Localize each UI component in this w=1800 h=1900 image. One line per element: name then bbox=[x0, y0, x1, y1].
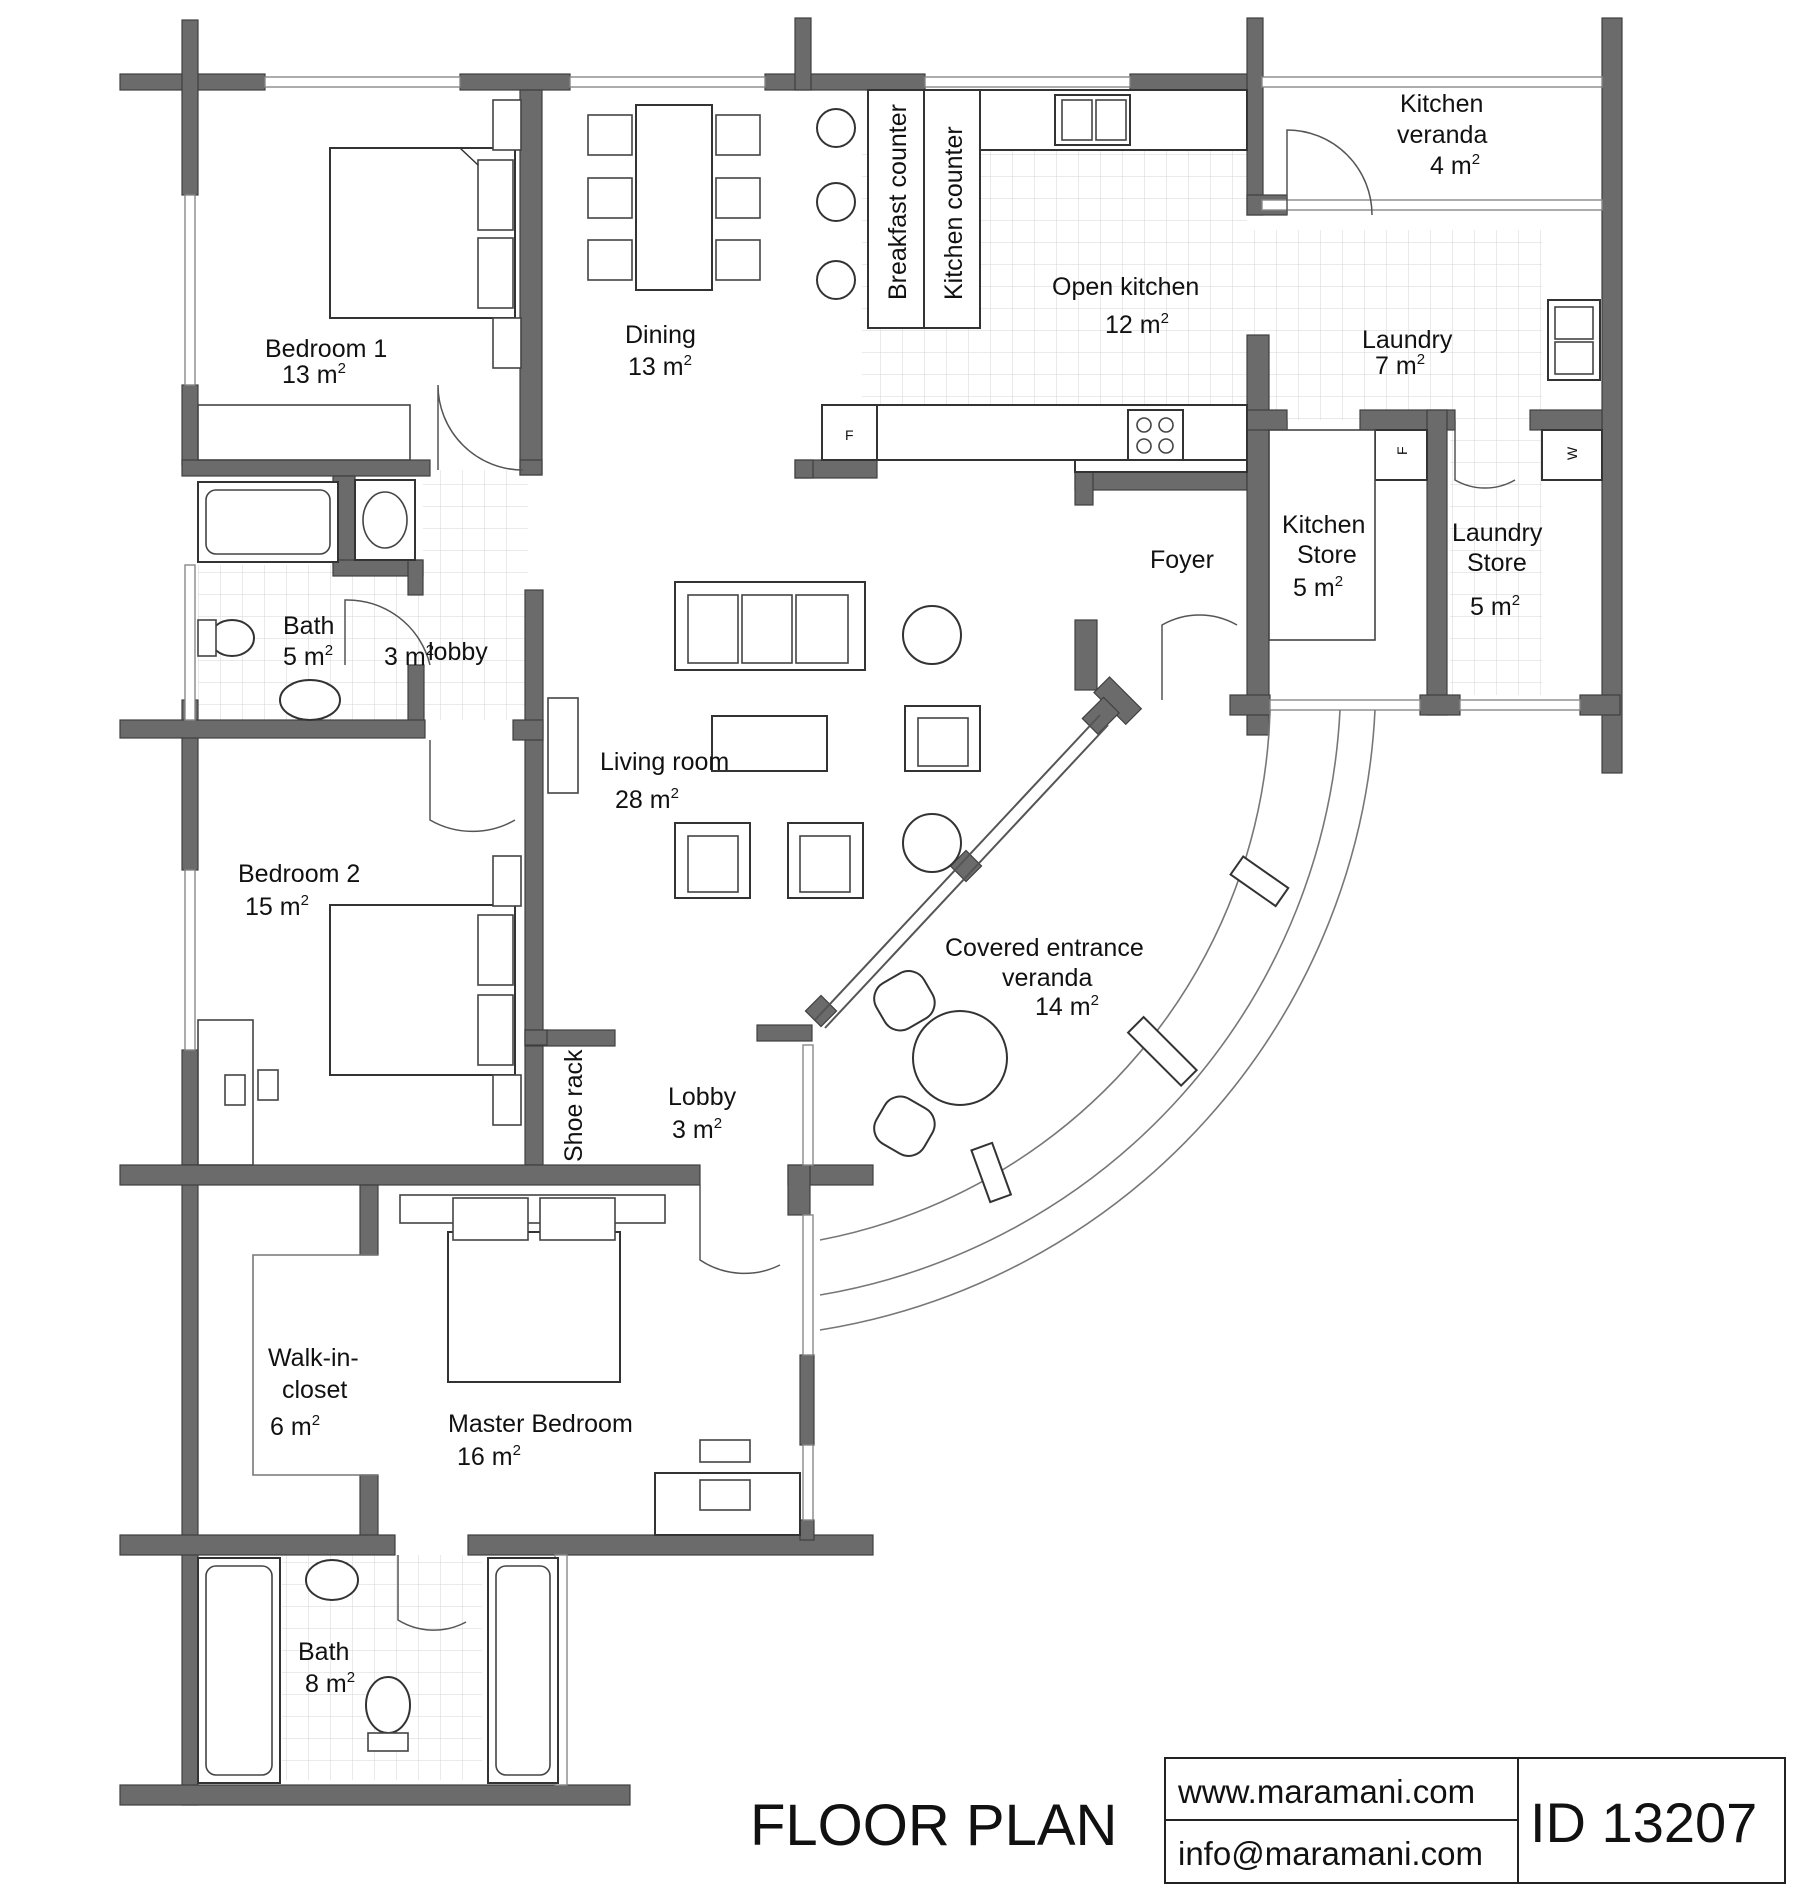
kitchen-store-area: 5 m2 bbox=[1293, 573, 1343, 602]
shoe-rack-label: Shoe rack bbox=[560, 1049, 588, 1162]
windows bbox=[184, 76, 1603, 1786]
title-block-frame bbox=[1164, 1757, 1786, 1884]
veranda-furniture bbox=[819, 709, 1376, 1331]
lobby2-area: 3 m2 bbox=[672, 1115, 722, 1144]
master-bedroom-label: Master Bedroom bbox=[448, 1410, 633, 1438]
room-labels: Bedroom 1 13 m2 Dining 13 m2 Open kitche… bbox=[238, 90, 1543, 1698]
bath1-area: 5 m2 bbox=[283, 642, 333, 671]
living-furniture bbox=[547, 581, 981, 899]
foyer-label: Foyer bbox=[1150, 546, 1214, 574]
open-kitchen-area: 12 m2 bbox=[1105, 310, 1169, 339]
email-text: info@maramani.com bbox=[1178, 1835, 1483, 1872]
page-title: FLOOR PLAN bbox=[750, 1793, 1117, 1858]
dining-furniture bbox=[587, 104, 856, 300]
laundry-store-label-1: Laundry bbox=[1452, 519, 1543, 547]
closet-label-1: Walk-in- bbox=[268, 1344, 359, 1372]
lobby1-label: lobby bbox=[428, 638, 488, 666]
walls bbox=[119, 17, 1623, 1806]
bath2-fixtures bbox=[197, 1557, 559, 1784]
fridge-kitchen-label: F bbox=[845, 427, 854, 443]
kitchen-store-label-1: Kitchen bbox=[1282, 511, 1365, 539]
dining-area: 13 m2 bbox=[628, 352, 692, 381]
fridge-store-label: F bbox=[1394, 446, 1410, 455]
plan-id-text: ID 13207 bbox=[1530, 1791, 1757, 1854]
living-room-label: Living room bbox=[600, 748, 729, 776]
fixture-labels: Breakfast counter Kitchen counter F F W bbox=[845, 104, 1580, 460]
kitchen-veranda-label-1: Kitchen bbox=[1400, 90, 1483, 118]
bath1-fixtures bbox=[197, 479, 416, 721]
laundry-label: Laundry bbox=[1362, 326, 1453, 354]
kitchen-veranda-label-2: veranda bbox=[1397, 121, 1487, 149]
laundry-fixtures bbox=[1268, 299, 1603, 641]
bedroom2-area: 15 m2 bbox=[245, 892, 309, 921]
washer-label: W bbox=[1564, 446, 1580, 460]
veranda-label-1: Covered entrance bbox=[945, 934, 1144, 962]
kitchen-counters bbox=[821, 89, 1248, 473]
bedroom1-furniture bbox=[197, 99, 522, 461]
bedroom1-area: 13 m2 bbox=[282, 360, 346, 389]
laundry-area: 7 m2 bbox=[1375, 351, 1425, 380]
tiled-floors bbox=[198, 150, 1542, 1780]
master-furniture bbox=[252, 1194, 801, 1536]
laundry-store-label-2: Store bbox=[1467, 549, 1527, 577]
breakfast-counter-label: Breakfast counter bbox=[884, 104, 912, 300]
bedroom2-label: Bedroom 2 bbox=[238, 860, 360, 888]
veranda-label-2: veranda bbox=[1002, 964, 1092, 992]
open-kitchen-label: Open kitchen bbox=[1052, 273, 1199, 301]
bath2-label: Bath bbox=[298, 1638, 349, 1666]
bath2-area: 8 m2 bbox=[305, 1669, 355, 1698]
master-bedroom-area: 16 m2 bbox=[457, 1442, 521, 1471]
website-text: www.maramani.com bbox=[1177, 1773, 1475, 1810]
bedroom1-label: Bedroom 1 bbox=[265, 335, 387, 363]
kitchen-counter-label: Kitchen counter bbox=[940, 126, 968, 300]
kitchen-store-label-2: Store bbox=[1297, 541, 1357, 569]
lobby1-area: 3 m2 bbox=[384, 642, 434, 671]
lobby2-label: Lobby bbox=[668, 1083, 737, 1111]
dining-label: Dining bbox=[625, 321, 696, 349]
living-room-area: 28 m2 bbox=[615, 785, 679, 814]
bath1-label: Bath bbox=[283, 612, 334, 640]
laundry-store-area: 5 m2 bbox=[1470, 592, 1520, 621]
bedroom2-furniture bbox=[197, 855, 522, 1166]
closet-label-2: closet bbox=[282, 1376, 347, 1404]
door-swings bbox=[344, 129, 1516, 1631]
closet-area: 6 m2 bbox=[270, 1412, 320, 1441]
veranda-area: 14 m2 bbox=[1035, 992, 1099, 1021]
kitchen-veranda-area: 4 m2 bbox=[1430, 151, 1480, 180]
